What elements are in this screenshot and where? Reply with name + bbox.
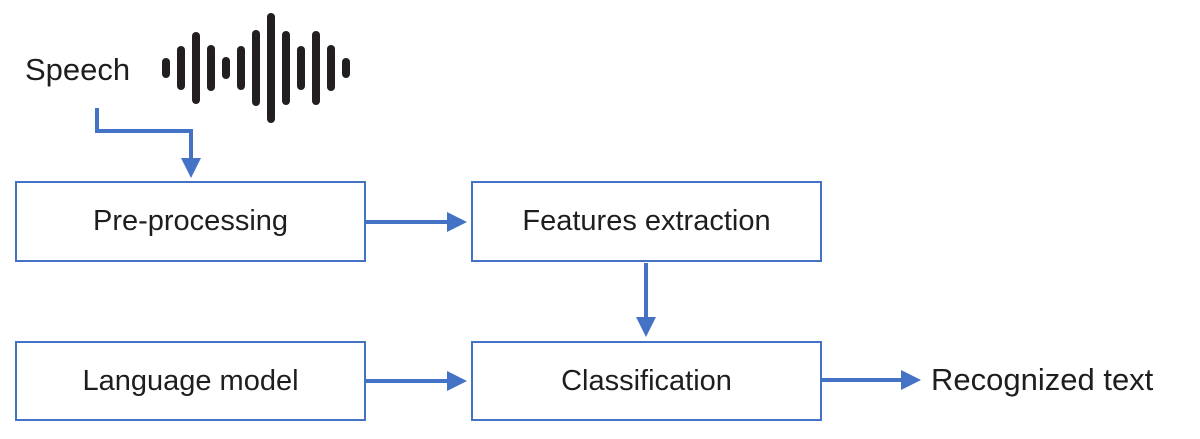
waveform-bar (191, 32, 200, 104)
speech-label: Speech (25, 52, 131, 87)
waveform-bar (296, 46, 305, 90)
audio-waveform-icon (158, 12, 358, 124)
waveform-bar (176, 46, 185, 90)
node-features-extraction-label: Features extraction (522, 205, 771, 237)
waveform-bar (236, 46, 245, 90)
waveform-bar (266, 13, 275, 123)
waveform-bar (221, 57, 230, 79)
waveform-bar (206, 45, 215, 91)
waveform-bar (161, 58, 170, 78)
waveform-bar (311, 31, 320, 105)
node-language-model-label: Language model (82, 364, 299, 397)
node-classification: Classification (471, 341, 822, 421)
waveform-bar (326, 45, 335, 91)
node-language-model: Language model (15, 341, 366, 421)
recognized-text-label: Recognized text (931, 362, 1154, 397)
node-pre-processing: Pre-processing (15, 181, 366, 262)
node-pre-processing-label: Pre-processing (92, 205, 289, 237)
waveform-bar (281, 31, 290, 105)
node-classification-label: Classification (561, 364, 732, 397)
waveform-bar (341, 58, 350, 78)
node-features-extraction: Features extraction (471, 181, 822, 262)
waveform-bar (251, 30, 260, 106)
